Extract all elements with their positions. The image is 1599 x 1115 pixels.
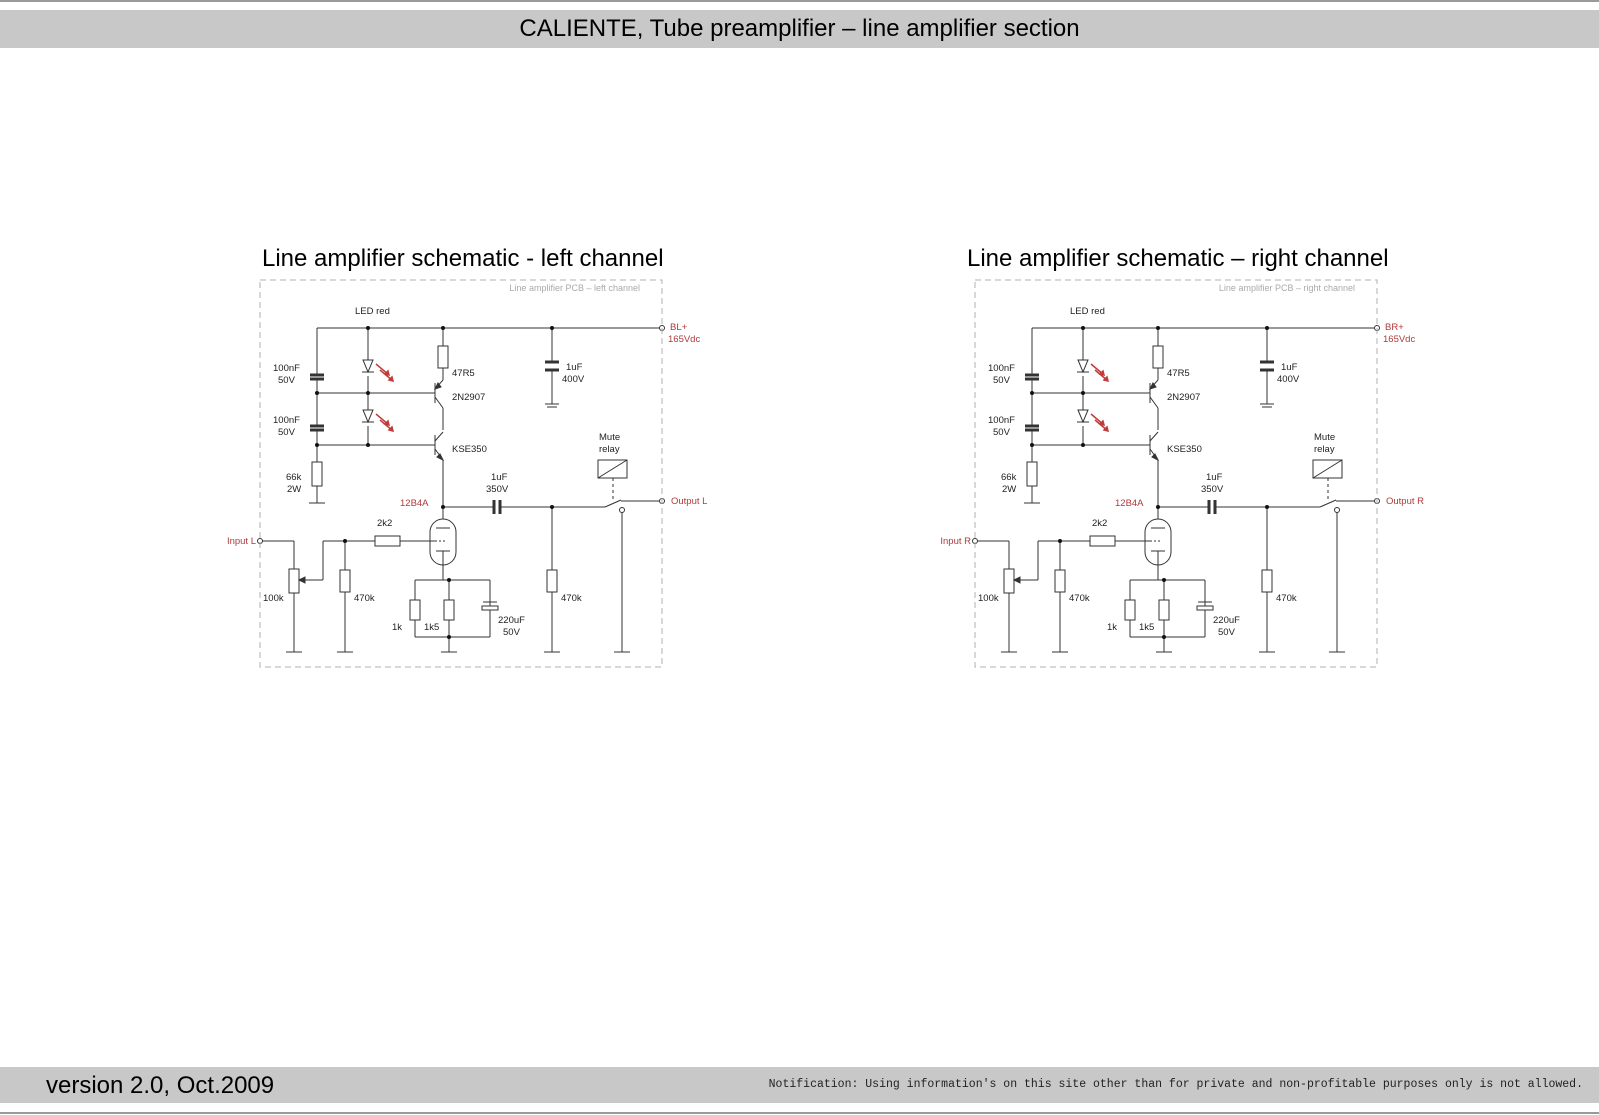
- schematic-right-channel: Line amplifier PCB – right channel LED r…: [940, 279, 1424, 668]
- transistor-arrows-and-wiper: [1012, 382, 1160, 584]
- grid-resistor-label: 2k2: [1092, 518, 1107, 529]
- pcb-boundary: [974, 279, 1378, 668]
- schematic-wiring: [260, 327, 662, 652]
- cap-mid-value: 100nF: [988, 415, 1015, 426]
- header-bar: CALIENTE, Tube preamplifier – line ampli…: [0, 10, 1599, 48]
- cathode-resistor-1-label: 1k: [392, 622, 402, 633]
- input-resistor-label: 470k: [354, 593, 375, 604]
- cap-mid-value: 100nF: [273, 415, 300, 426]
- pcb-boundary: [259, 279, 663, 668]
- bplus-voltage: 165Vdc: [1383, 334, 1415, 345]
- tube-label: 12B4A: [400, 498, 429, 509]
- cathode-resistor-2-label: 1k5: [424, 622, 439, 633]
- cap-top-value: 100nF: [273, 363, 300, 374]
- cap-mid-rating: 50V: [278, 427, 296, 438]
- output-cap-value: 1uF: [491, 472, 508, 483]
- cap-mid-rating: 50V: [993, 427, 1011, 438]
- cap-top-value: 100nF: [988, 363, 1015, 374]
- bleed-resistor-value: 66k: [286, 472, 302, 483]
- schematic-title-right: Line amplifier schematic – right channel: [967, 245, 1389, 272]
- relay-label-2: relay: [599, 444, 620, 455]
- pcb-label: Line amplifier PCB – right channel: [1219, 283, 1355, 293]
- cap-top-rating: 50V: [278, 375, 296, 386]
- cathode-resistor-2-label: 1k5: [1139, 622, 1154, 633]
- junction-dots: [315, 326, 554, 639]
- volume-pot-label: 100k: [263, 593, 284, 604]
- output-label: Output R: [1386, 496, 1424, 507]
- bplus-label: BL+: [670, 322, 688, 333]
- cathode-cap-rating: 50V: [503, 627, 521, 638]
- bleed-resistor-rating: 2W: [1002, 484, 1016, 495]
- bottom-rule: [0, 1112, 1599, 1114]
- grid-resistor-label: 2k2: [377, 518, 392, 529]
- volume-pot-label: 100k: [978, 593, 999, 604]
- transistor-q1-label: 2N2907: [452, 392, 485, 403]
- output-label: Output L: [671, 496, 707, 507]
- transistor-q2-label: KSE350: [1167, 444, 1202, 455]
- transistor-q2-label: KSE350: [452, 444, 487, 455]
- output-resistor-label: 470k: [1276, 593, 1297, 604]
- input-resistor-label: 470k: [1069, 593, 1090, 604]
- transistor-q1-label: 2N2907: [1167, 392, 1200, 403]
- output-cap-rating: 350V: [1201, 484, 1224, 495]
- supply-cap-value: 1uF: [1281, 362, 1298, 373]
- led-bars: [362, 371, 374, 423]
- schematic-left-channel: Line amplifier PCB – left channel LED re…: [227, 279, 707, 668]
- schematic-components: [972, 325, 1380, 621]
- emitter-resistor-label: 47R5: [452, 368, 475, 379]
- tube-label: 12B4A: [1115, 498, 1144, 509]
- input-label: Input R: [940, 536, 971, 547]
- cap-top-rating: 50V: [993, 375, 1011, 386]
- led-light-arrows: [375, 363, 395, 433]
- cathode-cap-value: 220uF: [498, 615, 525, 626]
- bleed-resistor-rating: 2W: [287, 484, 301, 495]
- supply-cap-rating: 400V: [562, 374, 585, 385]
- relay-label-2: relay: [1314, 444, 1335, 455]
- footer-bar: version 2.0, Oct.2009 Notification: Usin…: [0, 1067, 1599, 1103]
- ground-symbols: [286, 502, 630, 653]
- version-label: version 2.0, Oct.2009: [46, 1072, 275, 1099]
- schematic-components: [257, 325, 665, 621]
- led-label: LED red: [355, 306, 390, 317]
- capacitor-plates: [310, 360, 559, 514]
- pcb-label: Line amplifier PCB – left channel: [509, 283, 640, 293]
- cathode-cap-value: 220uF: [1213, 615, 1240, 626]
- cathode-cap-rating: 50V: [1218, 627, 1236, 638]
- relay-label-1: Mute: [1314, 432, 1335, 443]
- supply-cap-value: 1uF: [566, 362, 583, 373]
- bplus-label: BR+: [1385, 322, 1404, 333]
- relay-label-1: Mute: [599, 432, 620, 443]
- led-label: LED red: [1070, 306, 1105, 317]
- usage-notice: Notification: Using information's on thi…: [768, 1078, 1583, 1091]
- output-resistor-label: 470k: [561, 593, 582, 604]
- emitter-resistor-label: 47R5: [1167, 368, 1190, 379]
- page-title: CALIENTE, Tube preamplifier – line ampli…: [519, 15, 1080, 42]
- bplus-voltage: 165Vdc: [668, 334, 700, 345]
- led-light-arrows: [1090, 363, 1110, 433]
- input-label: Input L: [227, 536, 256, 547]
- output-cap-value: 1uF: [1206, 472, 1223, 483]
- capacitor-plates: [1025, 360, 1274, 514]
- supply-cap-rating: 400V: [1277, 374, 1300, 385]
- ground-symbols: [1001, 502, 1345, 653]
- junction-dots: [1030, 326, 1269, 639]
- led-bars: [1077, 371, 1089, 423]
- top-rule: [0, 0, 1599, 2]
- transistor-arrows-and-wiper: [297, 382, 445, 584]
- output-cap-rating: 350V: [486, 484, 509, 495]
- cathode-resistor-1-label: 1k: [1107, 622, 1117, 633]
- schematic-title-left: Line amplifier schematic - left channel: [262, 245, 664, 272]
- bleed-resistor-value: 66k: [1001, 472, 1017, 483]
